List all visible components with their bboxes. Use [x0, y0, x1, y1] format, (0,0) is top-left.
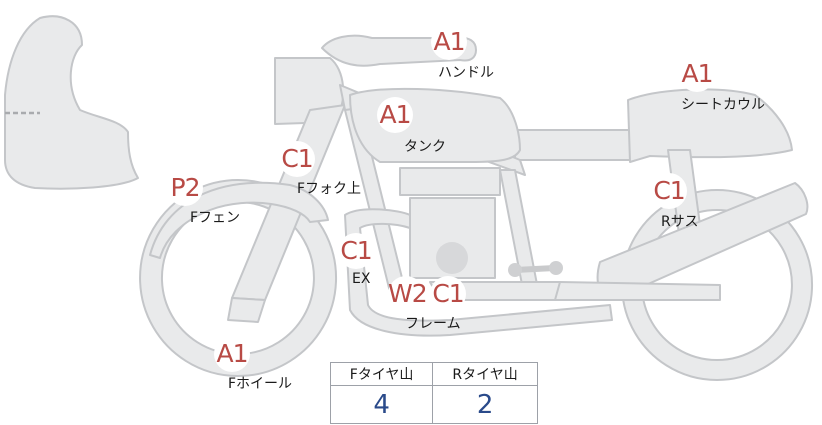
damage-code: A1	[214, 336, 250, 372]
damage-code: A1	[679, 56, 715, 92]
damage-code: C1	[338, 233, 374, 269]
front-tire-value: 4	[329, 385, 434, 424]
front-tire-header: Fタイヤ山	[329, 362, 434, 386]
engine-cover	[436, 242, 468, 274]
part-label: Fフェン	[190, 210, 241, 226]
part-label: Rサス	[661, 214, 699, 230]
table-header-row: Fタイヤ山 Rタイヤ山	[329, 362, 538, 386]
damage-code: C1	[279, 141, 315, 177]
engine-block	[409, 197, 496, 279]
front-fork-lower	[227, 297, 266, 323]
part-label: ハンドル	[438, 65, 494, 81]
part-label: Fフォク上	[297, 181, 362, 197]
exhaust-header	[344, 208, 613, 337]
tire-tread-table: Fタイヤ山 Rタイヤ山 4 2	[329, 362, 538, 424]
damage-code: W2	[388, 276, 428, 312]
engine-cylinder	[399, 167, 501, 196]
rear-frame	[514, 129, 631, 161]
damage-code: C1	[430, 276, 466, 312]
frame-cradle	[499, 169, 541, 301]
part-label: タンク	[404, 139, 446, 155]
rear-tire-header: Rタイヤ山	[432, 362, 538, 386]
front-cowl	[4, 15, 139, 190]
muffler	[596, 182, 809, 301]
damage-code: A1	[431, 24, 467, 60]
part-label: Fホイール	[228, 376, 293, 392]
part-label: フレーム	[405, 316, 461, 332]
damage-code: A1	[377, 97, 413, 133]
damage-code: P2	[167, 170, 203, 206]
damage-code: C1	[651, 173, 687, 209]
rear-tire-value: 2	[432, 385, 538, 424]
part-label: シートカウル	[681, 97, 765, 113]
footpeg-linkage	[508, 261, 563, 277]
table-value-row: 4 2	[329, 385, 538, 424]
part-label: EX	[352, 271, 371, 287]
